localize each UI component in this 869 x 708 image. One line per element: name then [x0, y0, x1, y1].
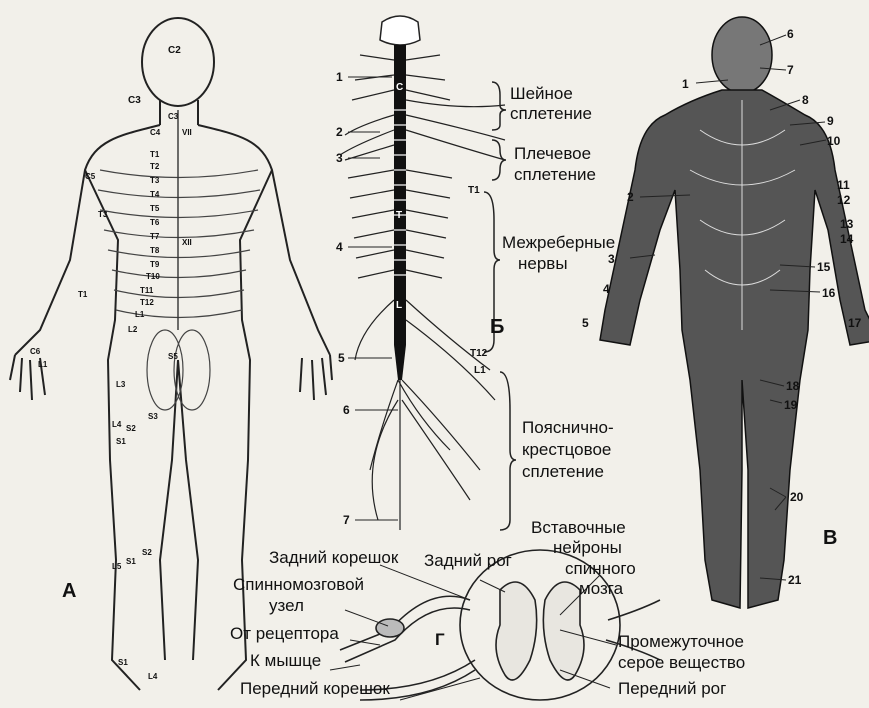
- anterior-root-label: Передний корешок: [240, 679, 390, 698]
- intermediate-label-1: Промежуточное: [618, 632, 744, 651]
- intermediate-label-2: серое вещество: [618, 653, 745, 672]
- from-receptor-label: От рецептора: [230, 624, 339, 643]
- interneurons-label-4: мозга: [579, 579, 623, 598]
- interneurons-label-1: Вставочные: [531, 518, 626, 537]
- to-muscle-label: К мышце: [250, 651, 321, 670]
- posterior-horn-label: Задний рог: [424, 551, 512, 570]
- panel-label-g: Г: [435, 630, 445, 650]
- ganglion-label-1: Спинномозговой: [233, 575, 364, 594]
- posterior-root-label: Задний корешок: [269, 548, 398, 567]
- interneurons-label-2: нейроны: [553, 538, 622, 557]
- anterior-horn-label: Передний рог: [618, 679, 726, 698]
- ganglion-label-2: узел: [269, 596, 304, 615]
- interneurons-label-3: спинного: [565, 559, 636, 578]
